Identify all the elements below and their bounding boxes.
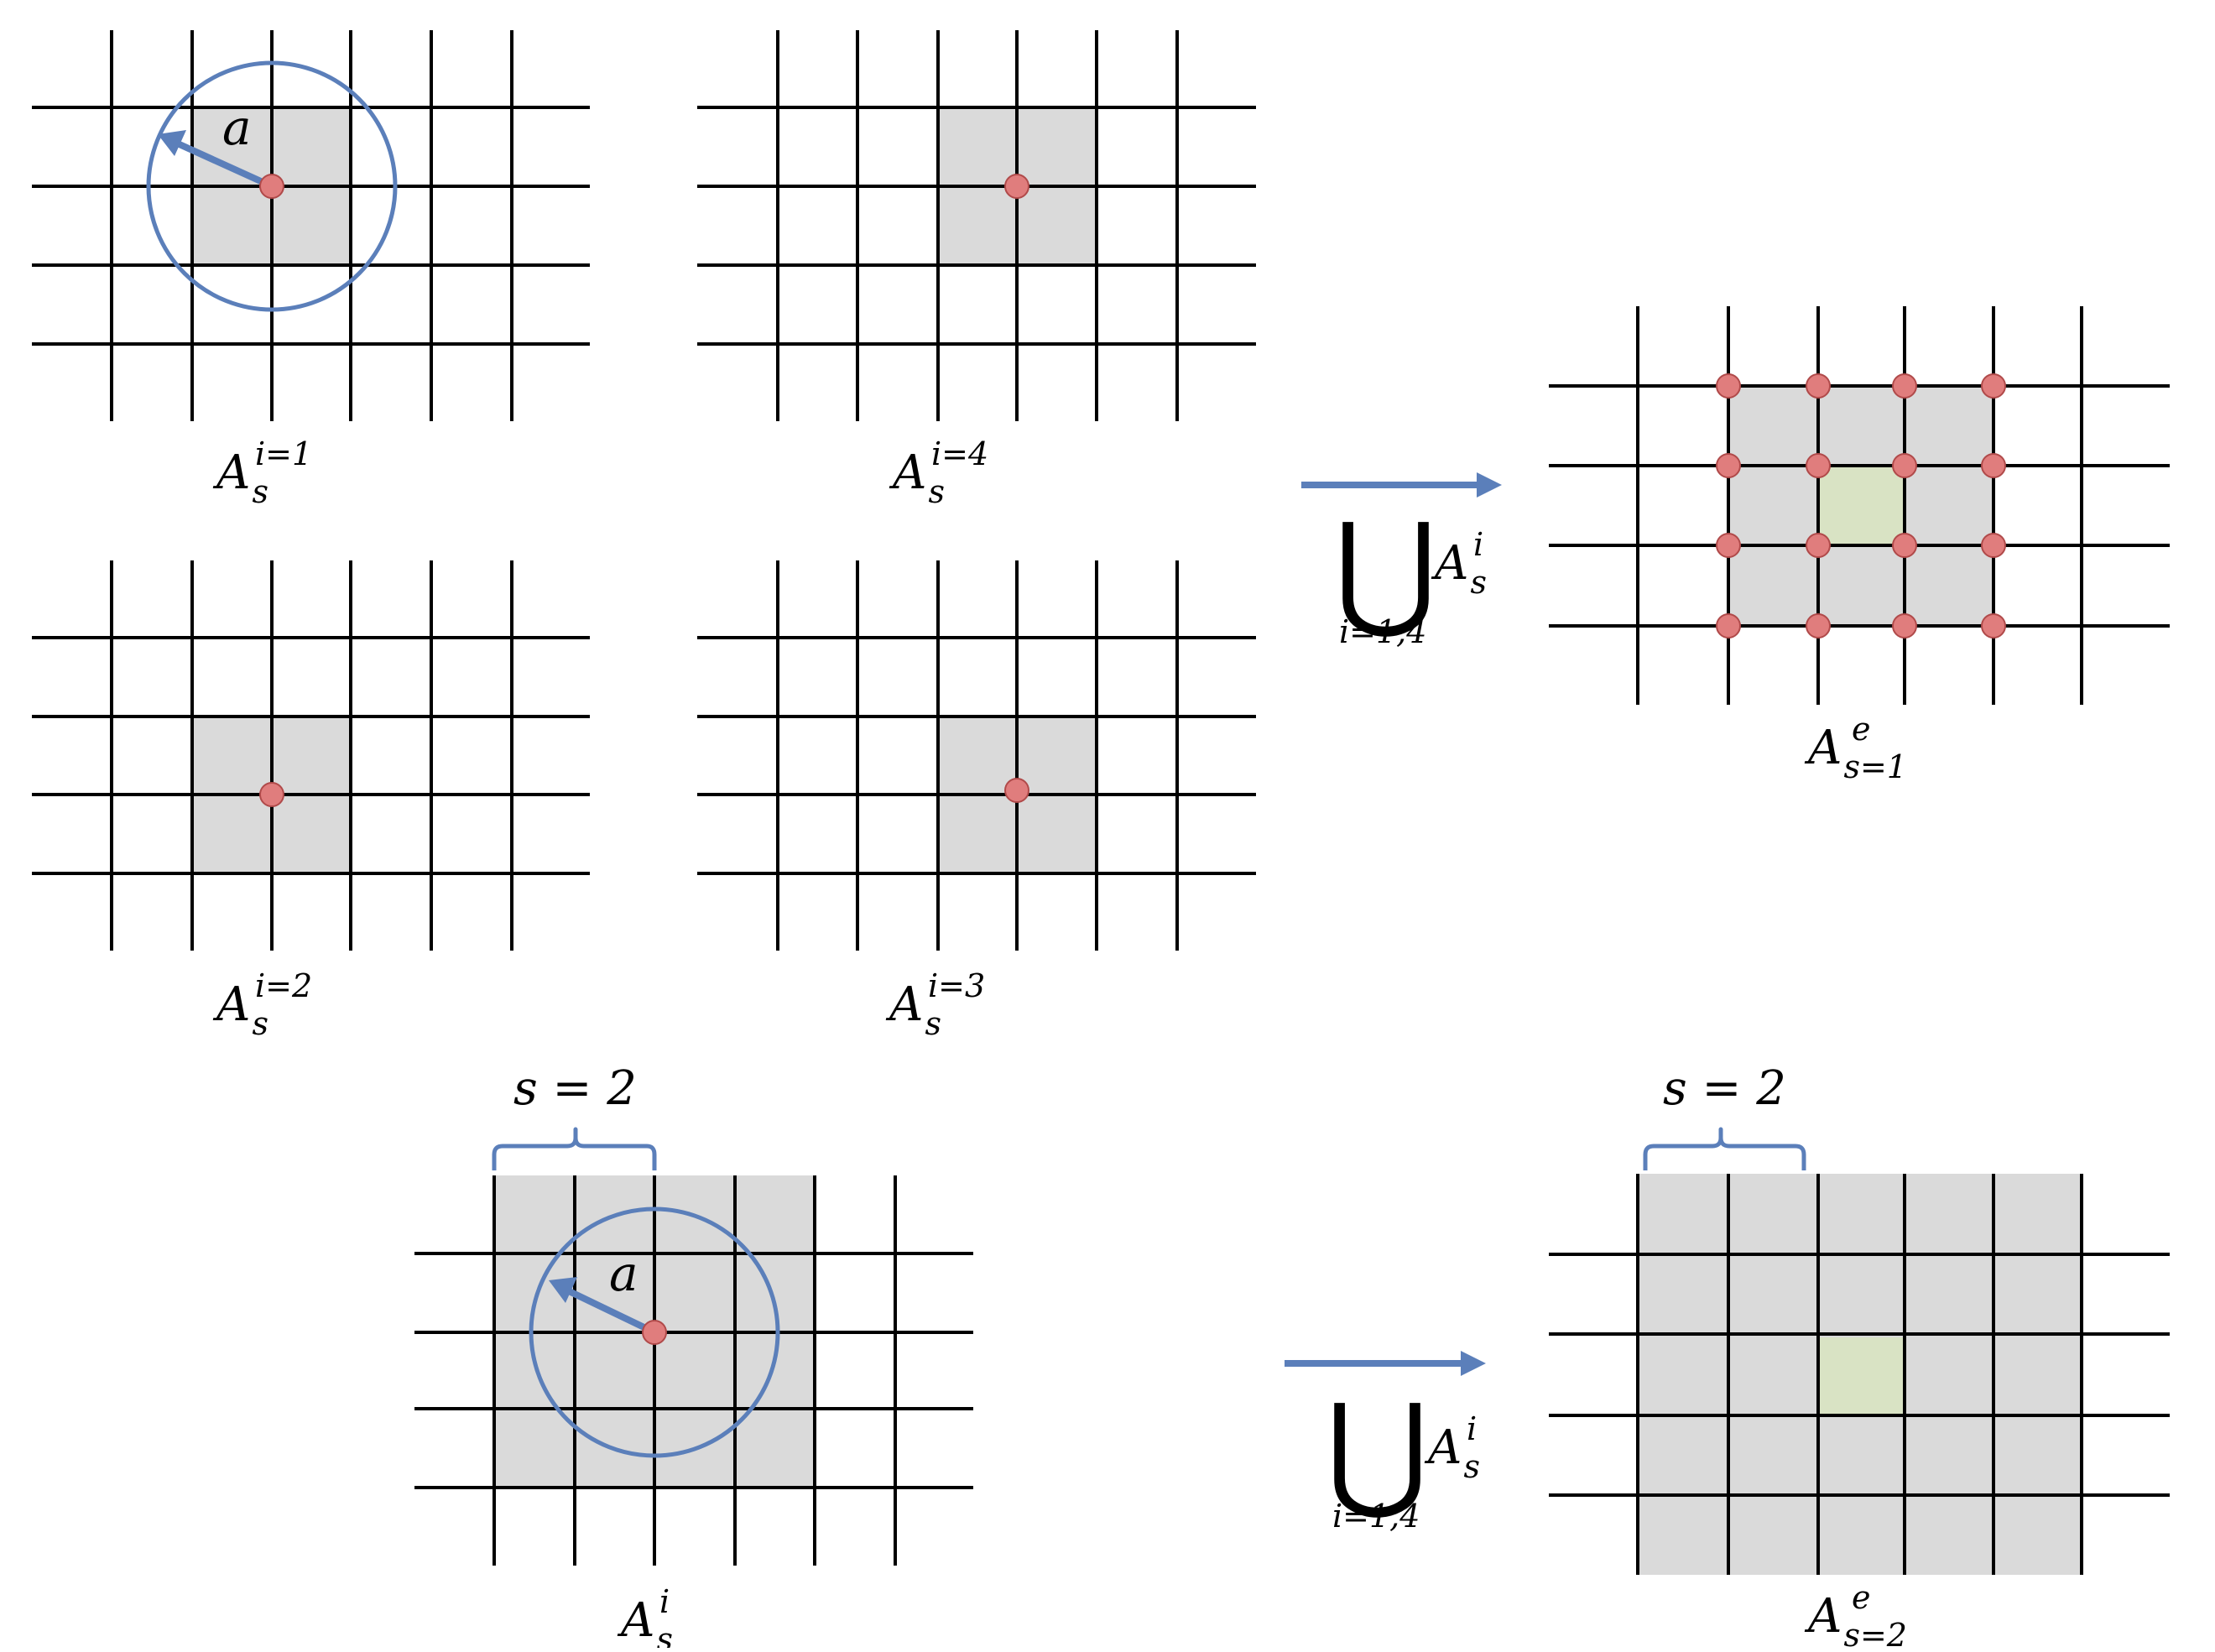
node [1981,373,2006,399]
label-sub: s [925,1005,941,1042]
grid-lines [697,30,1256,421]
panel-i1: a Asi=1 [32,30,590,510]
union-term: Asi [1431,526,1487,601]
arrowhead [1461,1351,1486,1376]
center-cell [1818,466,1905,545]
node [1806,373,1831,399]
node [1892,373,1917,399]
panel-e-s1: As=1e [1549,306,2170,785]
grid-lines [697,560,1256,951]
span-brace [492,1127,657,1170]
label-base: A [212,446,250,500]
node [1716,533,1741,558]
radius-circle [529,1206,780,1458]
label-base: A [1804,1589,1842,1644]
radius-arrow [562,1285,656,1336]
node [1806,613,1831,638]
node [259,174,284,199]
label-sub: s [656,1621,673,1648]
radius-label: a [609,1245,638,1302]
node [1892,453,1917,478]
panel-e-s2: s = 2 As=2e [1549,1061,2170,1652]
panel-label-i3: Asi=3 [885,967,985,1042]
panel-label-i1: Asi=1 [212,435,312,510]
union-arrow-top: ⋃ i=1,4 Asi [1301,472,1502,650]
center-cell [1818,1337,1905,1415]
union-symbol: ⋃ [1326,1378,1429,1524]
union-arrow-bottom: ⋃ i=1,4 Asi [1285,1351,1486,1535]
node [1716,373,1741,399]
label-sub: s=2 [1843,1617,1907,1648]
grid-lines [32,560,590,951]
label-sup: e [1852,1579,1871,1616]
radius-arrowhead [158,130,186,156]
label-sup: i=2 [255,967,312,1004]
node [1892,533,1917,558]
union-subscript: i=1,4 [1339,613,1426,650]
label-sub: s [252,1005,268,1042]
node [1806,533,1831,558]
brace-label: s = 2 [513,1061,637,1116]
radius-circle [146,60,398,312]
panel-label-e-s1: As=1e [1804,711,1907,785]
label-base: A [885,977,923,1032]
label-sup: i=3 [928,967,985,1004]
panel-label-i2: Asi=2 [212,967,312,1042]
panel-s2: a s = 2 Asi [414,1061,973,1652]
label-sub: s=1 [1843,748,1907,785]
node [1892,613,1917,638]
term-sub: s [1463,1448,1480,1485]
grid-lines [1549,1174,2170,1575]
panel-label-s2: Asi [617,1583,673,1648]
union-subscript: i=1,4 [1332,1498,1420,1535]
label-base: A [1804,721,1842,775]
term-base: A [1424,1420,1462,1475]
node [1806,453,1831,478]
radius-label: a [222,99,252,156]
radius-arrowhead [549,1277,577,1303]
label-sub: s [252,473,268,510]
panel-label-i4: Asi=4 [889,435,988,510]
node [1004,174,1029,199]
label-base: A [889,446,926,500]
radius-arrow [170,138,274,190]
node [1981,453,2006,478]
node-lattice [1716,373,2006,638]
label-sup: i=1 [255,435,312,472]
label-sub: s [928,473,945,510]
node [1981,613,2006,638]
panel-i2: Asi=2 [32,560,590,1042]
union-symbol: ⋃ [1334,497,1437,643]
arrowhead [1477,472,1502,498]
label-sup: e [1852,711,1871,748]
label-sup: i [659,1583,670,1620]
panel-label-e-s2: As=2e [1804,1579,1907,1648]
term-sup: i [1473,526,1483,563]
panel-i3: Asi=3 [697,560,1256,1042]
node [1004,778,1029,803]
grid-lines [414,1175,973,1566]
node [1716,613,1741,638]
node [642,1320,667,1345]
label-base: A [617,1593,654,1648]
label-base: A [212,977,250,1032]
node [259,782,284,807]
node [1981,533,2006,558]
span-brace [1643,1127,1806,1170]
brace-label: s = 2 [1663,1061,1786,1116]
panel-i4: Asi=4 [697,30,1256,510]
union-term: Asi [1424,1410,1480,1485]
term-sup: i [1467,1410,1477,1447]
term-sub: s [1470,564,1487,601]
label-sup: i=4 [931,435,988,472]
grid-lines [32,30,590,421]
term-base: A [1431,536,1468,591]
node [1716,453,1741,478]
